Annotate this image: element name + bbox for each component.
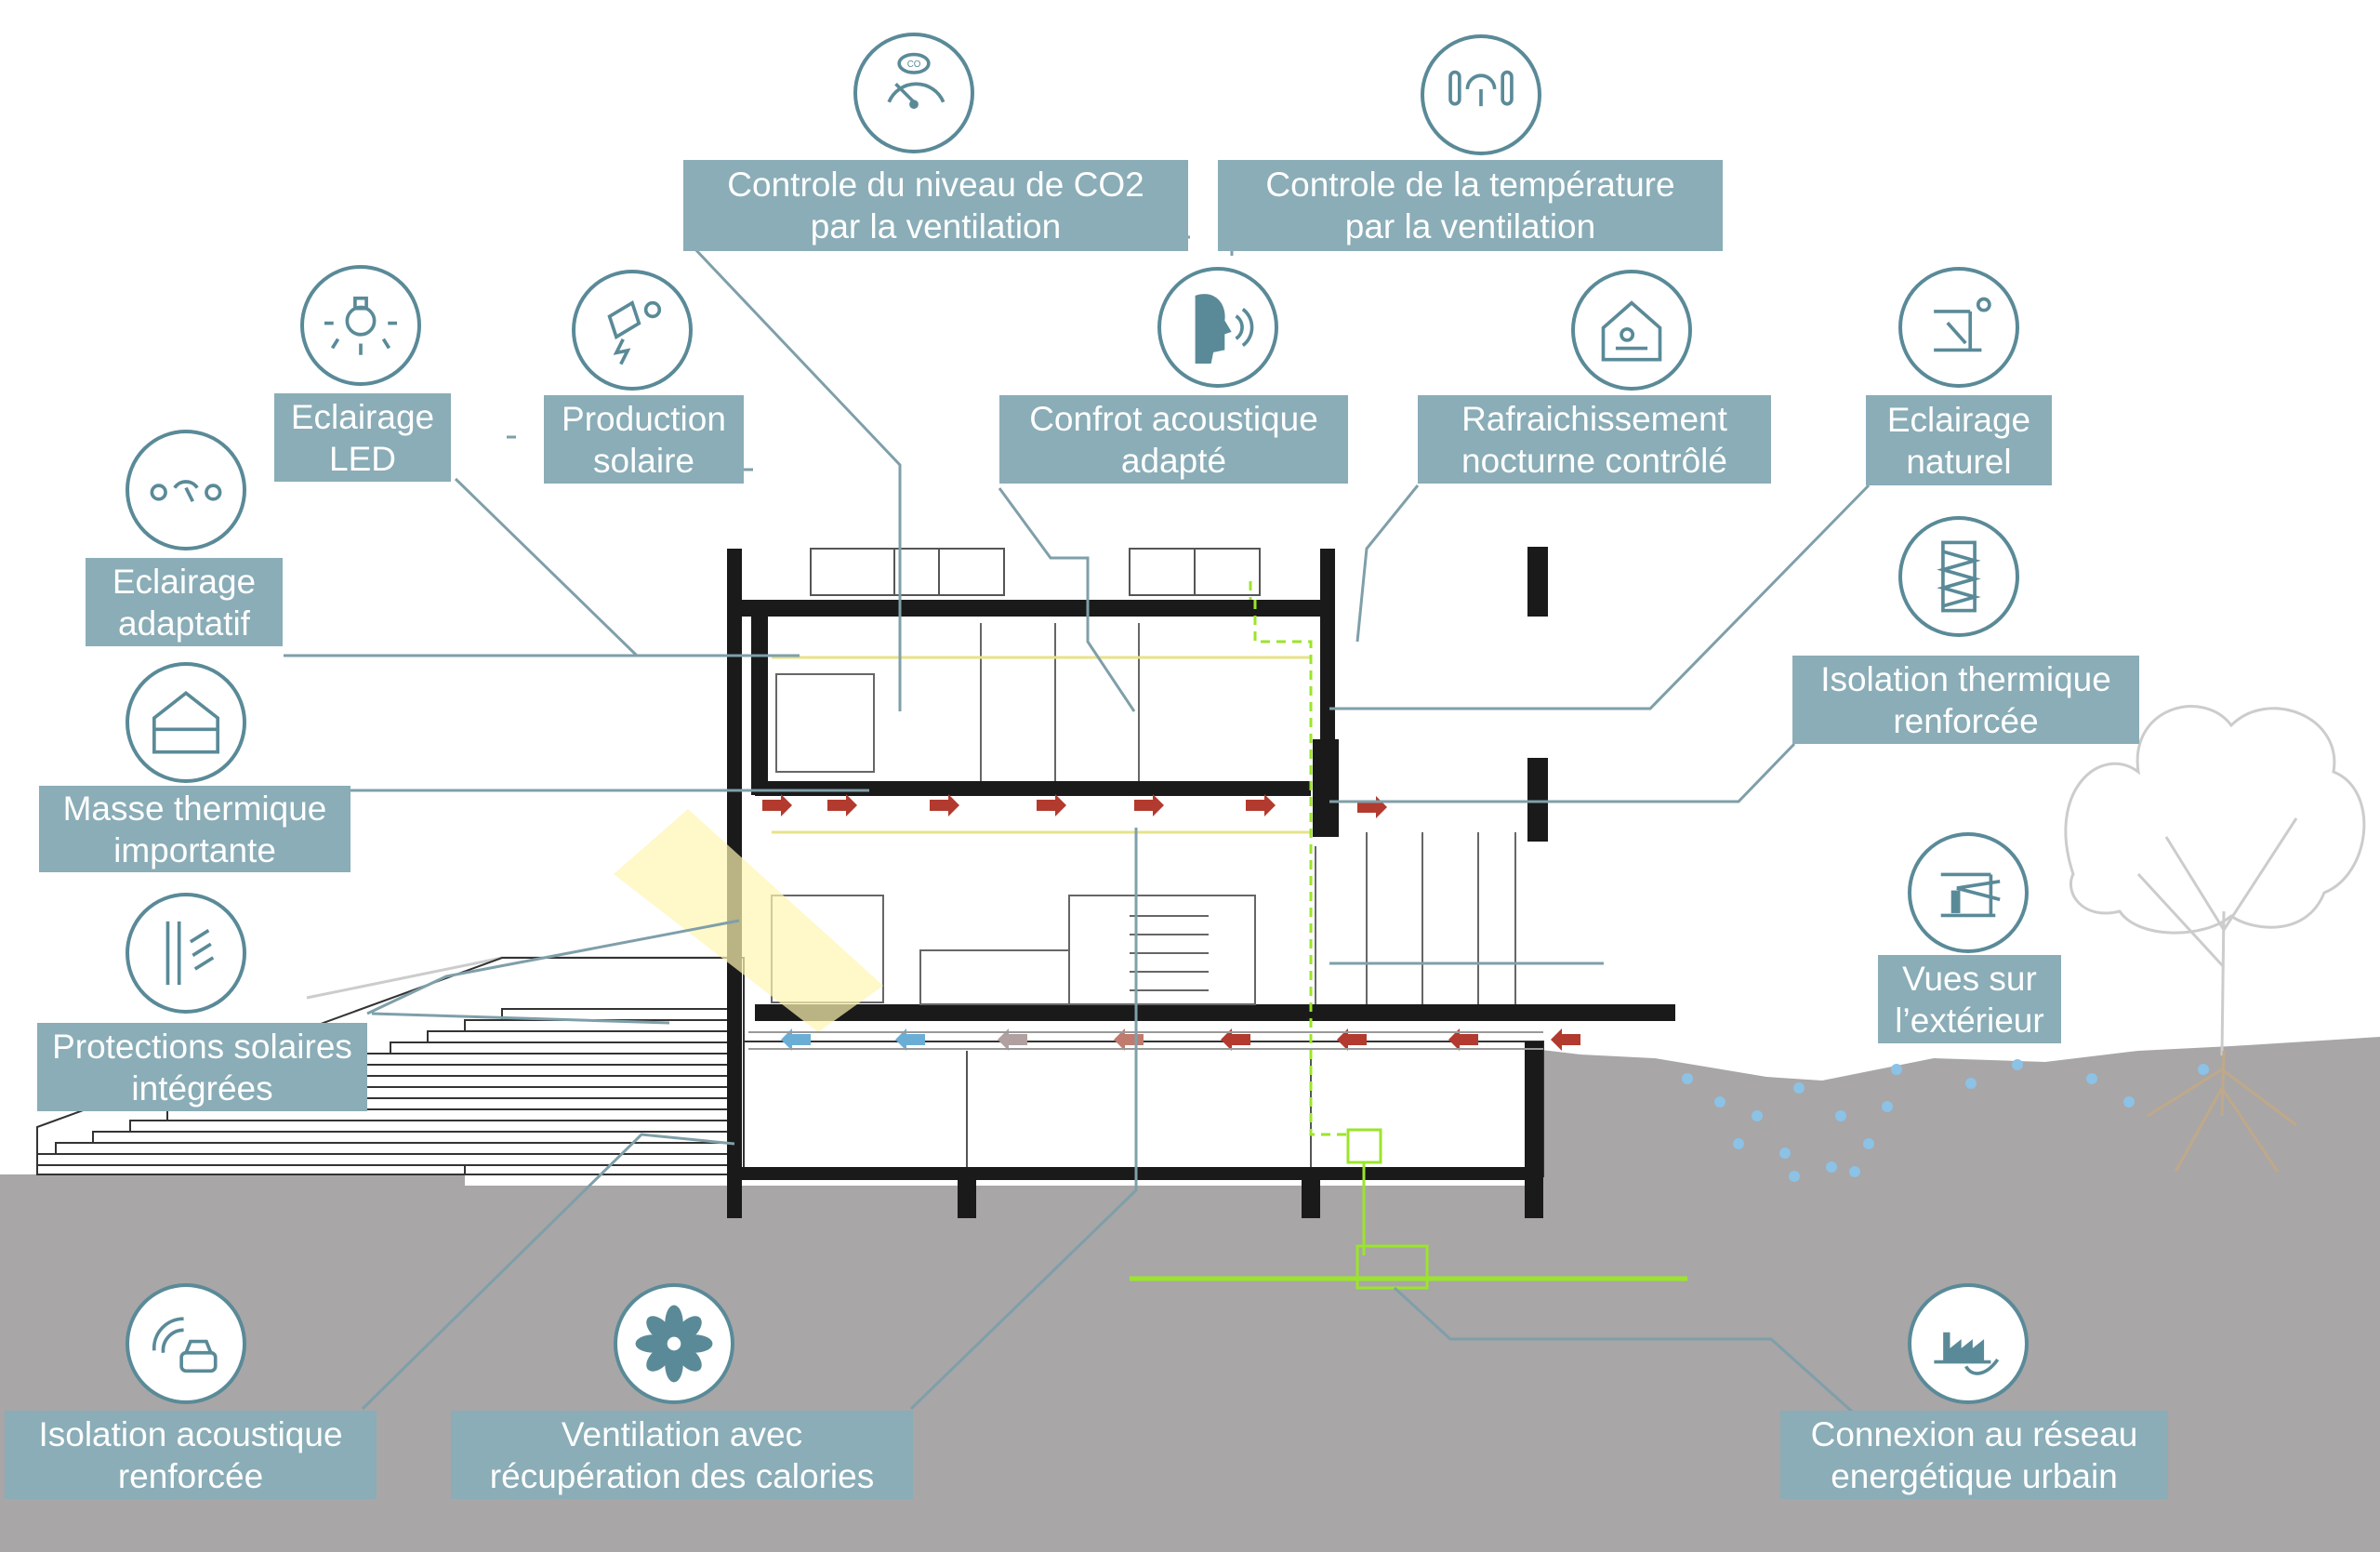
- groundwater-drops: [1682, 1059, 2209, 1182]
- factory-plug-icon: [1908, 1283, 2029, 1404]
- speaking-head-icon: [1157, 267, 1278, 388]
- building-structure: [727, 547, 1675, 1218]
- exterior-stairs: [36, 1008, 735, 1175]
- roof-solar-panels: [810, 548, 1261, 596]
- insulation-panel-icon: [1898, 516, 2019, 637]
- upper-floor-interior: [775, 623, 1316, 1004]
- supply-air-arrows: [762, 794, 1387, 818]
- extract-air-arrows: [781, 1028, 1580, 1051]
- fan-icon: [614, 1283, 734, 1404]
- sun-beam: [614, 809, 883, 1032]
- solar-panel-icon: [572, 270, 693, 391]
- urban-energy-connection: [1130, 581, 1687, 1290]
- daylight-window-icon: [1898, 267, 2019, 388]
- tree-roots: [2147, 1050, 2297, 1173]
- light-bulb-icon: [300, 265, 421, 386]
- ground-floor-interior: [771, 832, 1516, 1005]
- house-outline-icon: [126, 662, 246, 783]
- lower-floor-space: [743, 1041, 1544, 1177]
- dimmer-lights-icon: [126, 430, 246, 550]
- thermometer-gauge-icon: [1421, 34, 1541, 155]
- car-noise-icon: [126, 1283, 246, 1404]
- tree: [2064, 705, 2366, 1056]
- sun-shading-icon: [126, 893, 246, 1014]
- svg-text:CO: CO: [907, 60, 921, 70]
- person-view-icon: [1908, 832, 2029, 953]
- night-cooling-house-icon: [1571, 270, 1692, 391]
- co2-gauge-icon: CO: [853, 33, 974, 153]
